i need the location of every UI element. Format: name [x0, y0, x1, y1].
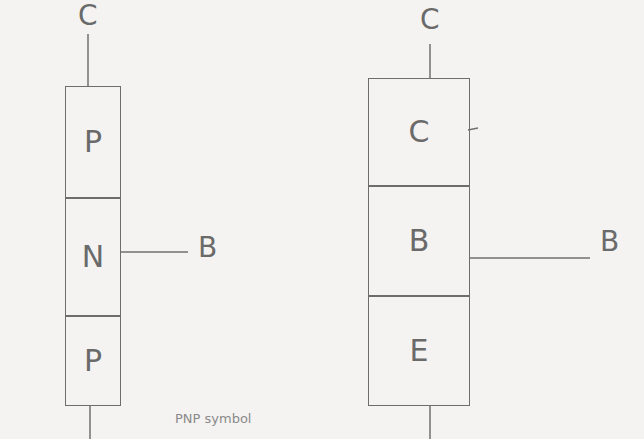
- collector-lead: [429, 44, 431, 78]
- collector-lead: [87, 34, 89, 86]
- p-region: P: [65, 316, 121, 406]
- region-letter: B: [409, 226, 430, 256]
- base-region: B: [368, 186, 470, 296]
- emitter-region: E: [368, 296, 470, 406]
- base-lead: [120, 251, 188, 253]
- region-letter: P: [84, 346, 102, 376]
- region-letter: N: [82, 242, 104, 272]
- note-text: PNP symbol: [175, 412, 251, 425]
- terminal-label: C: [78, 2, 98, 30]
- terminal-label: B: [600, 228, 619, 256]
- base-lead: [470, 257, 590, 259]
- emitter-lead: [429, 405, 431, 439]
- region-letter: C: [409, 117, 430, 147]
- p-region: P: [65, 86, 121, 198]
- emitter-lead: [89, 405, 91, 439]
- collector-region: C: [368, 78, 470, 186]
- n-region: N: [65, 198, 121, 316]
- terminal-label: C: [420, 6, 440, 34]
- region-letter: P: [84, 127, 102, 157]
- region-letter: E: [410, 336, 429, 366]
- terminal-label: B: [198, 234, 217, 262]
